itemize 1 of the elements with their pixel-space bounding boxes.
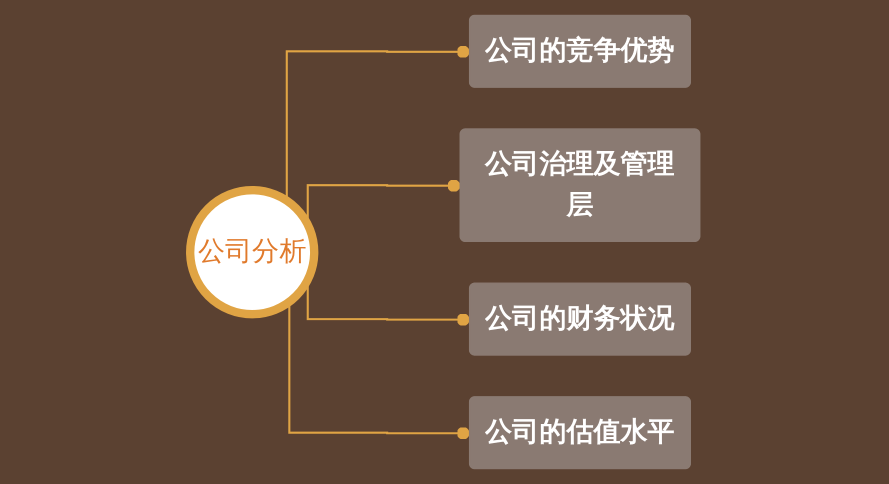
node-circle: 公司分析 bbox=[186, 186, 318, 318]
